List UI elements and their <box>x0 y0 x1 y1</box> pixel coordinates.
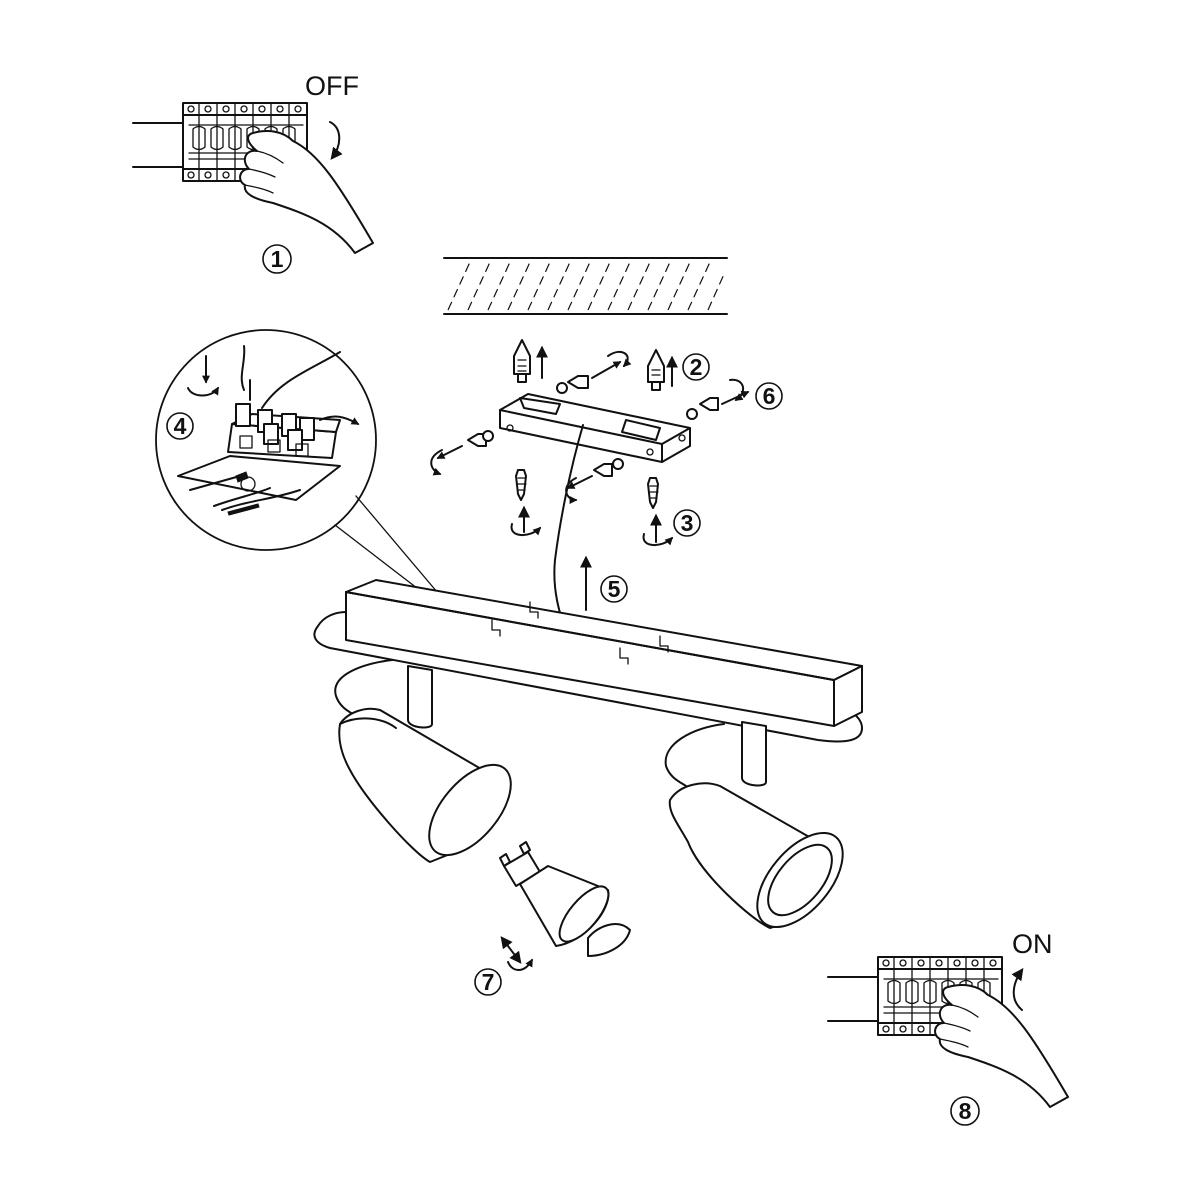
bracket-screw-top-right <box>686 378 750 420</box>
wall-plug-right <box>647 349 665 391</box>
wood-screw-left <box>510 469 542 536</box>
bulb-insert-arrow-icon <box>500 936 522 964</box>
fixture-base <box>313 579 863 743</box>
step-2-number: 2 <box>690 354 703 380</box>
step-5-number: 5 <box>608 576 621 602</box>
step-2-marker: 2 <box>682 353 710 381</box>
spotlight-right <box>664 721 844 929</box>
step-1-number: 1 <box>271 246 284 272</box>
mounting-bracket <box>499 393 691 463</box>
step-4-number: 4 <box>174 413 187 439</box>
off-label: OFF <box>305 71 359 101</box>
terminal-detail <box>155 329 455 616</box>
breaker-panel-off <box>132 102 374 254</box>
step-6-marker: 6 <box>755 382 783 410</box>
switch-up-arrow-icon <box>1011 968 1024 1011</box>
ceiling-hatch <box>443 257 728 315</box>
step-7-marker: 7 <box>474 968 502 996</box>
step-4-marker: 4 <box>166 412 194 440</box>
wood-screw-right <box>642 477 674 546</box>
bracket-screw-middle <box>565 458 624 504</box>
step-5-marker: 5 <box>600 575 628 603</box>
bulb-twist-arrow-icon <box>507 958 533 971</box>
bracket-screw-left <box>430 430 494 476</box>
step-7-number: 7 <box>482 969 495 995</box>
breaker-panel-on <box>827 956 1069 1108</box>
switch-down-arrow-icon <box>329 121 343 160</box>
step-3-number: 3 <box>681 510 694 536</box>
gu10-bulb <box>499 841 631 957</box>
on-label: ON <box>1012 929 1053 959</box>
wall-plug-left <box>513 339 531 383</box>
bracket-screw-top-left <box>556 350 632 394</box>
step-8-marker: 8 <box>950 1096 980 1126</box>
step-6-number: 6 <box>763 383 776 409</box>
spotlight-left <box>334 659 512 863</box>
step-1-marker: 1 <box>262 244 292 274</box>
step-8-number: 8 <box>959 1098 972 1124</box>
step-3-marker: 3 <box>673 509 701 537</box>
supply-cable <box>553 424 584 633</box>
